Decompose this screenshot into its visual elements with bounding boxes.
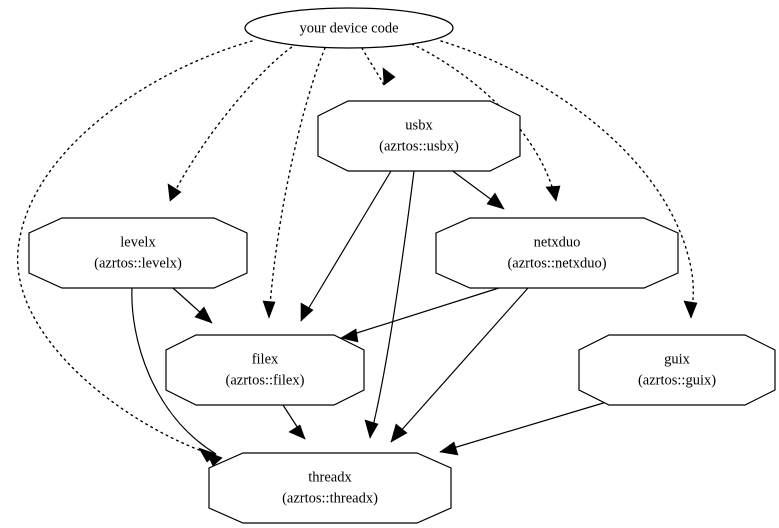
node-shape-octagon [435, 217, 679, 289]
node-label-usbx-line1: usbx [405, 117, 433, 133]
node-filex[interactable]: filex (azrtos::filex) [165, 334, 365, 406]
node-shape-octagon [317, 100, 521, 172]
node-label-guix-line1: guix [664, 351, 691, 367]
edge-levelx-to-filex [172, 287, 213, 324]
edge-filex-to-threadx [282, 404, 306, 440]
edge-device-to-netxduo [411, 43, 561, 202]
edge-netxduo-to-filex [340, 286, 503, 343]
node-label-netxduo-line1: netxduo [534, 234, 581, 250]
node-label-threadx-line2: (azrtos::threadx) [282, 490, 378, 506]
node-label-device-line1: your device code [299, 20, 398, 36]
node-label-levelx-line1: levelx [120, 234, 156, 250]
node-label-levelx-line2: (azrtos::levelx) [94, 255, 182, 271]
node-label-guix-line2: (azrtos::guix) [638, 372, 716, 388]
node-shape-ellipse [244, 7, 454, 49]
edge-usbx-to-filex [300, 170, 392, 322]
edge-device-to-filex [262, 47, 326, 319]
node-label-usbx-line2: (azrtos::usbx) [379, 138, 459, 154]
node-shape-octagon [28, 217, 248, 289]
edge-levelx-to-threadx [131, 287, 217, 463]
node-layer: your device code usbx (azrtos::usbx) lev… [28, 7, 776, 524]
node-label-filex-line2: (azrtos::filex) [226, 372, 305, 388]
edge-device-to-levelx [167, 43, 297, 202]
node-guix[interactable]: guix (azrtos::guix) [578, 334, 776, 406]
node-your-device-code[interactable]: your device code [244, 7, 454, 49]
edge-device-to-guix [440, 40, 698, 319]
node-label-threadx-line1: threadx [308, 469, 352, 485]
node-levelx[interactable]: levelx (azrtos::levelx) [28, 217, 248, 289]
edge-usbx-to-netxduo [449, 168, 505, 210]
edge-device-to-usbx [361, 47, 396, 86]
edge-layer [17, 40, 698, 467]
node-label-filex-line1: filex [252, 351, 279, 367]
edge-netxduo-to-threadx [390, 287, 529, 443]
node-usbx[interactable]: usbx (azrtos::usbx) [317, 100, 521, 172]
edge-guix-to-threadx [439, 400, 611, 456]
edge-usbx-to-threadx [364, 170, 415, 439]
node-shape-octagon [208, 452, 452, 524]
node-shape-octagon [578, 334, 776, 406]
node-shape-octagon [165, 334, 365, 406]
node-label-netxduo-line2: (azrtos::netxduo) [507, 255, 606, 271]
node-threadx[interactable]: threadx (azrtos::threadx) [208, 452, 452, 524]
node-netxduo[interactable]: netxduo (azrtos::netxduo) [435, 217, 679, 289]
